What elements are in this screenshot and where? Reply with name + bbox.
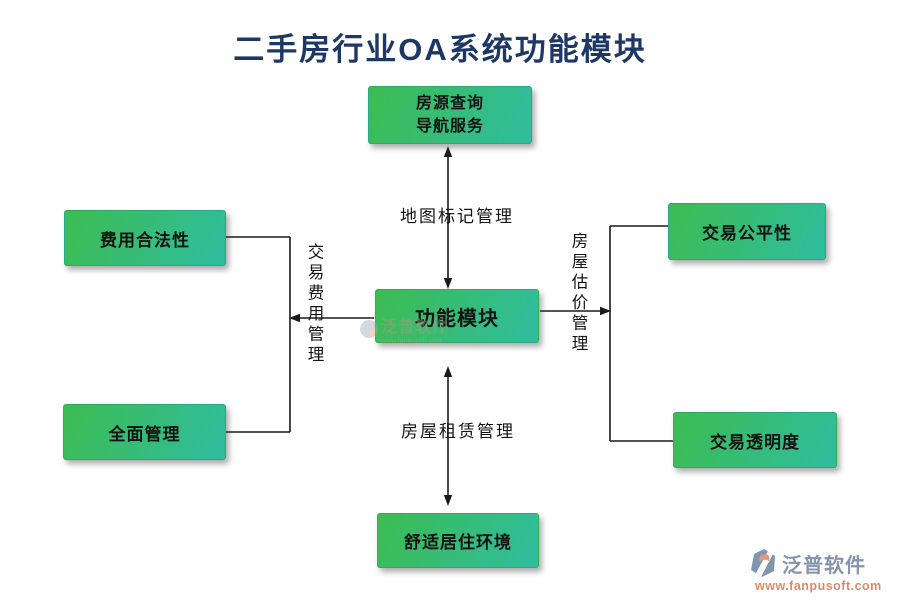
edge-label-transaction-fee: 交易费用管理 xyxy=(305,242,323,366)
arrowhead-up-bottom xyxy=(443,366,453,377)
node-fee-legality: 费用合法性 xyxy=(64,210,226,266)
node-function-module: 功能模块 xyxy=(375,289,539,343)
footer-brand-text: 泛普软件 xyxy=(782,554,866,577)
fanpu-logo-icon xyxy=(751,549,775,577)
node-house-search: 房源查询 导航服务 xyxy=(368,86,532,144)
arrowhead-up-top xyxy=(443,146,453,157)
node-comfortable-living: 舒适居住环境 xyxy=(377,513,539,568)
diagram-title: 二手房行业OA系统功能模块 xyxy=(233,32,647,67)
node-transaction-fairness: 交易公平性 xyxy=(668,203,826,260)
edge-label-house-valuation: 房屋估价管理 xyxy=(569,231,587,355)
arrowhead-left xyxy=(289,313,300,323)
node-full-management: 全面管理 xyxy=(63,404,226,460)
footer-brand: 泛普软件 www.fanpusoft.com xyxy=(748,548,893,593)
node-transaction-transparency: 交易透明度 xyxy=(673,412,837,468)
arrowhead-right xyxy=(600,306,611,316)
arrowhead-down-bottom xyxy=(443,495,453,506)
footer-url-text: www.fanpusoft.com xyxy=(755,579,882,593)
arrowhead-down-top xyxy=(443,278,453,289)
edge-label-house-rental: 房屋租赁管理 xyxy=(401,422,515,441)
edge-label-map-marking: 地图标记管理 xyxy=(400,207,514,226)
